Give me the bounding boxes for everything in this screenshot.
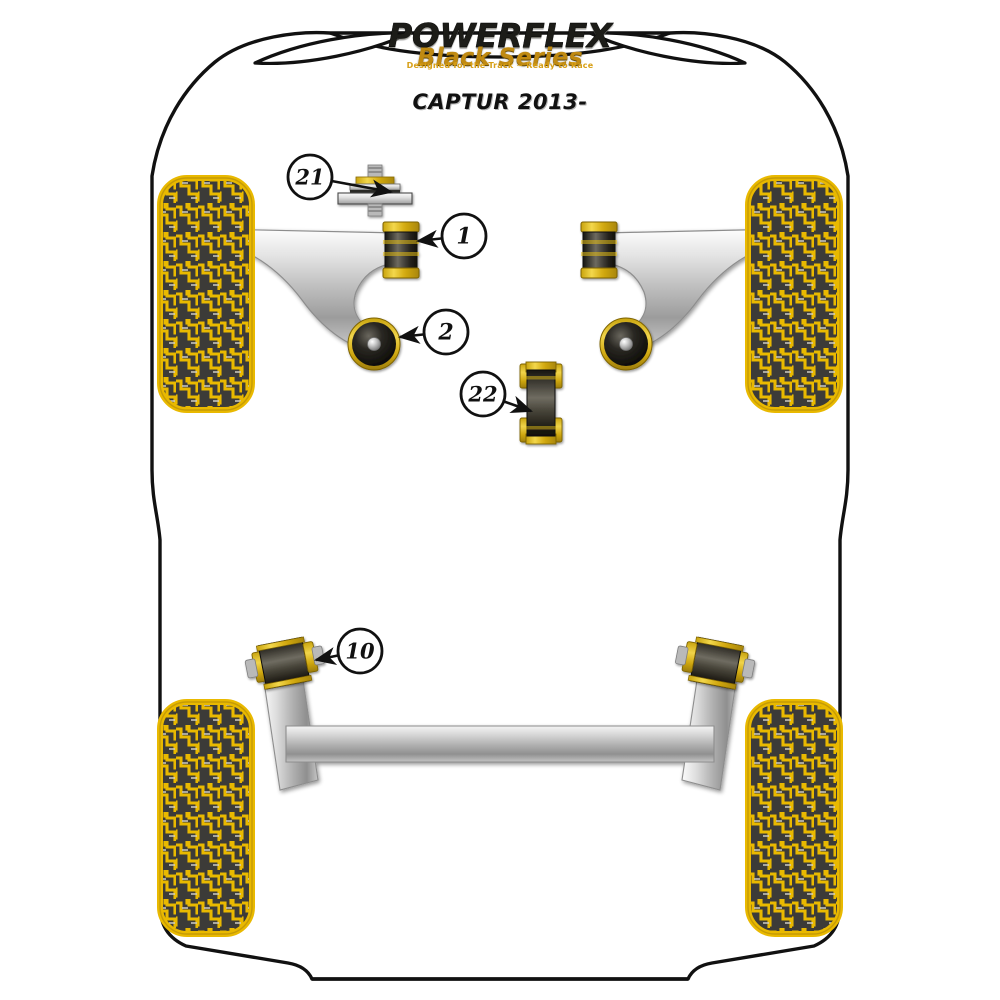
callout-number-label: 10 [345, 639, 375, 664]
callout-circle [336, 627, 384, 675]
callout-number-label: 21 [294, 165, 324, 190]
part-10-rear-bush-right [675, 636, 756, 690]
front-right-wheel [745, 175, 843, 413]
part-1-front-bush-right [580, 221, 618, 279]
car-body-outline [150, 30, 850, 981]
callout-leader-arrow [397, 325, 425, 344]
callout-leader-arrow [313, 647, 339, 665]
callout-circle [422, 308, 470, 356]
callout-circle [286, 153, 334, 201]
callout-2: 2 [397, 308, 470, 356]
rear-right-wheel [745, 699, 843, 937]
part-2-rear-bush-right [599, 317, 653, 371]
front-left-wheel [157, 175, 255, 413]
callout-circle [459, 370, 507, 418]
body-silhouette [150, 30, 850, 981]
callout-1: 1 [415, 212, 488, 260]
right-mirror-shape [588, 31, 747, 65]
wheels-group [157, 175, 843, 937]
part-2-rear-bush-left [347, 317, 401, 371]
callout-leader-arrow [415, 229, 443, 248]
rear-left-wheel [157, 699, 255, 937]
callout-number-label: 2 [437, 320, 453, 346]
callout-leader-arrow [331, 179, 394, 198]
callout-10: 10 [313, 627, 384, 675]
part-1-front-bush-left [382, 221, 420, 279]
callout-number-label: 1 [456, 224, 471, 250]
callout-leader-arrow [503, 395, 533, 413]
callout-number-label: 22 [467, 382, 497, 407]
callout-22: 22 [459, 370, 533, 418]
callout-21: 21 [286, 153, 394, 201]
callout-circle [440, 212, 488, 260]
left-mirror-shape [253, 31, 412, 65]
rear-cross-beam [285, 725, 715, 763]
